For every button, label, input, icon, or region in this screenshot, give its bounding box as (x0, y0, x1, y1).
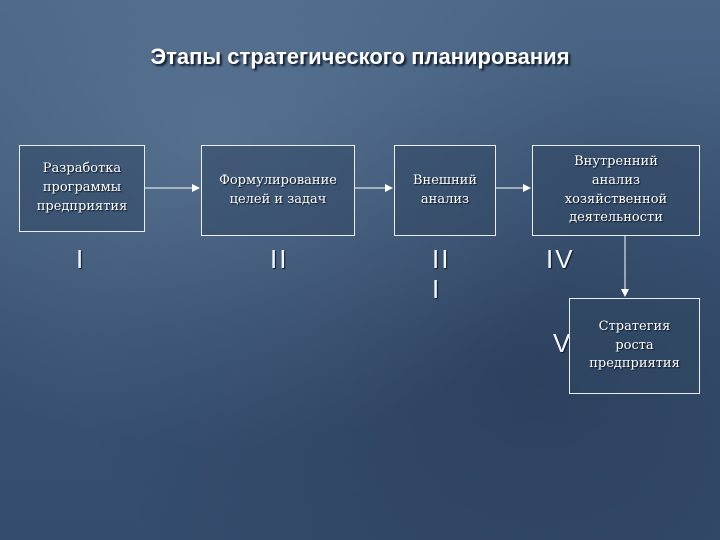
stage-box-3: Внешний анализ (394, 145, 496, 236)
stage-4-line: деятельности (569, 210, 663, 226)
stage-3-line: анализ (420, 191, 470, 207)
stage-5-line: предприятия (589, 356, 680, 372)
stage-numeral-3: II I (432, 244, 450, 304)
stage-numeral-2: II (270, 244, 289, 274)
stage-5-line: роста (615, 337, 654, 353)
diagram-title: Этапы стратегического планирования (150, 44, 570, 69)
stage-numeral-3-line2: I (432, 274, 442, 304)
stage-4-line: хозяйственной (564, 191, 668, 207)
stage-1-line: предприятия (36, 198, 128, 214)
stage-numeral-5: V (553, 328, 573, 358)
stage-2-line: целей и задач (229, 191, 327, 207)
stage-numeral-4: IV (546, 244, 575, 274)
stage-3-line: Внешний (413, 172, 477, 188)
stage-box-2: Формулирование целей и задач (201, 145, 355, 236)
stage-5-line: Стратегия (598, 318, 671, 334)
stage-2-line: Формулирование (219, 172, 337, 188)
stage-4-line: Внутренний (574, 153, 658, 169)
stage-1-line: Разработка (42, 161, 122, 177)
stage-box-1: Разработка программы предприятия (19, 145, 145, 232)
stage-numeral-3-line1: II (432, 244, 451, 274)
stage-box-5: Стратегия роста предприятия (569, 298, 700, 394)
stage-numeral-1: I (76, 244, 86, 274)
stage-4-line: анализ (591, 172, 641, 188)
stage-1-line: программы (42, 180, 122, 196)
stage-box-4: Внутренний анализ хозяйственной деятельн… (532, 145, 700, 236)
